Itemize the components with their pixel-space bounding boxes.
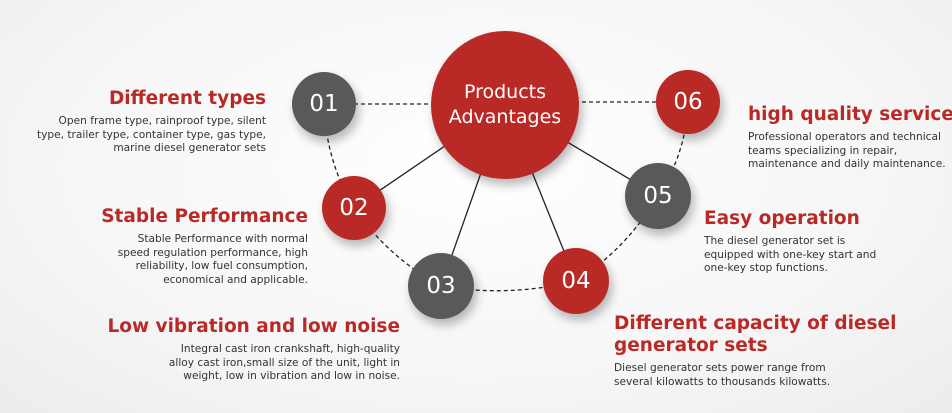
node-01: 01 [292, 72, 356, 136]
node-05: 05 [625, 163, 691, 229]
advantage-description: Open frame type, rainproof type, silent … [36, 115, 266, 154]
advantage-block-06: high quality service Professional operat… [748, 104, 952, 172]
node-06: 06 [656, 70, 720, 134]
advantage-description: Stable Performance with normal speed reg… [117, 233, 308, 286]
node-03: 03 [408, 253, 474, 319]
node-number: 05 [643, 183, 673, 209]
advantage-block-03: Low vibration and low noise Integral cas… [100, 316, 401, 384]
advantage-block-02: Stable Performance Stable Performance wi… [78, 206, 308, 287]
advantage-title: Easy operation [704, 208, 860, 229]
node-04: 04 [543, 248, 609, 314]
advantage-description: The diesel generator set is equipped wit… [704, 235, 877, 274]
advantage-description: Integral cast iron crankshaft, high-qual… [168, 343, 400, 382]
advantage-block-05: Easy operation The diesel generator set … [704, 208, 924, 276]
advantage-description: Diesel generator sets power range from s… [614, 362, 831, 388]
advantage-title: high quality service [748, 104, 952, 125]
center-circle: Products Advantages [431, 31, 579, 179]
node-number: 01 [309, 91, 339, 117]
advantage-title: Different types [108, 88, 266, 109]
advantage-block-01: Different types Open frame type, rainpro… [6, 88, 266, 156]
advantage-title: Low vibration and low noise [107, 316, 401, 337]
advantage-description: Professional operators and technical tea… [748, 131, 946, 170]
advantage-block-04: Different capacity of diesel generator s… [614, 313, 914, 389]
node-number: 03 [426, 273, 456, 299]
advantage-title: Different capacity of diesel generator s… [614, 313, 897, 356]
node-number: 02 [339, 195, 369, 221]
node-number: 04 [561, 268, 591, 294]
node-number: 06 [673, 89, 703, 115]
center-title: Products Advantages [448, 81, 562, 128]
node-02: 02 [322, 176, 386, 240]
advantage-title: Stable Performance [101, 206, 308, 227]
